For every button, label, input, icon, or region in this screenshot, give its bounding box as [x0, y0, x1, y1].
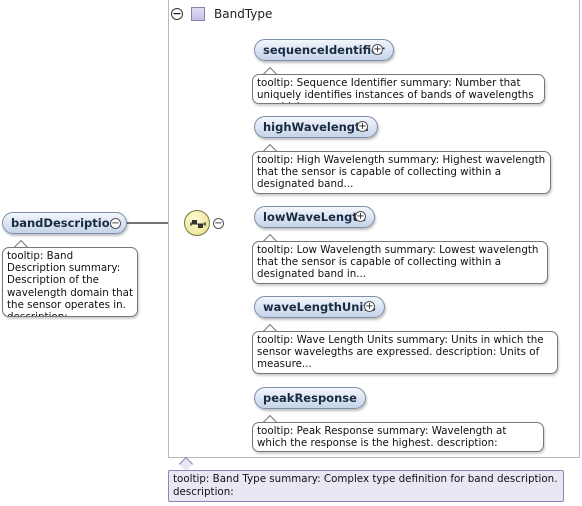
element-lowWaveLength[interactable]: lowWaveLength [254, 206, 376, 228]
tooltip-waveLengthUnits: tooltip: Wave Length Units summary: Unit… [252, 331, 558, 374]
type-name: BandType [214, 7, 273, 21]
element-sequenceIdentifier[interactable]: sequenceIdentifier [254, 39, 394, 61]
sequence-collapse-button[interactable]: − [213, 218, 224, 229]
expand-waveLengthUnits-button[interactable]: + [364, 301, 375, 312]
complex-type-icon [191, 7, 205, 21]
element-waveLengthUnits[interactable]: waveLengthUnits [254, 296, 385, 318]
type-tooltip: tooltip: Band Type summary: Complex type… [168, 470, 564, 502]
root-collapse-button[interactable]: − [110, 218, 121, 229]
root-element-bandDescription[interactable]: bandDescription [2, 212, 127, 234]
complex-type-box [168, 0, 580, 458]
tooltip-sequenceIdentifier: tooltip: Sequence Identifier summary: Nu… [252, 74, 545, 104]
expand-sequenceIdentifier-button[interactable]: + [372, 44, 383, 55]
sequence-icon [190, 220, 206, 228]
expand-highWavelength-button[interactable]: + [357, 121, 368, 132]
expand-lowWaveLength-button[interactable]: + [355, 211, 366, 222]
root-tooltip: tooltip: Band Description summary: Descr… [2, 247, 138, 317]
tooltip-highWavelength: tooltip: High Wavelength summary: Highes… [252, 151, 551, 194]
element-peakResponse[interactable]: peakResponse [254, 387, 366, 409]
complex-type-header: − BandType [168, 0, 580, 30]
type-collapse-button[interactable]: − [171, 7, 183, 20]
sequence-compositor[interactable] [184, 210, 210, 236]
element-highWavelength[interactable]: highWavelength [254, 116, 378, 138]
tooltip-lowWaveLength: tooltip: Low Wavelength summary: Lowest … [252, 241, 548, 284]
tooltip-peakResponse: tooltip: Peak Response summary: Waveleng… [252, 422, 544, 452]
